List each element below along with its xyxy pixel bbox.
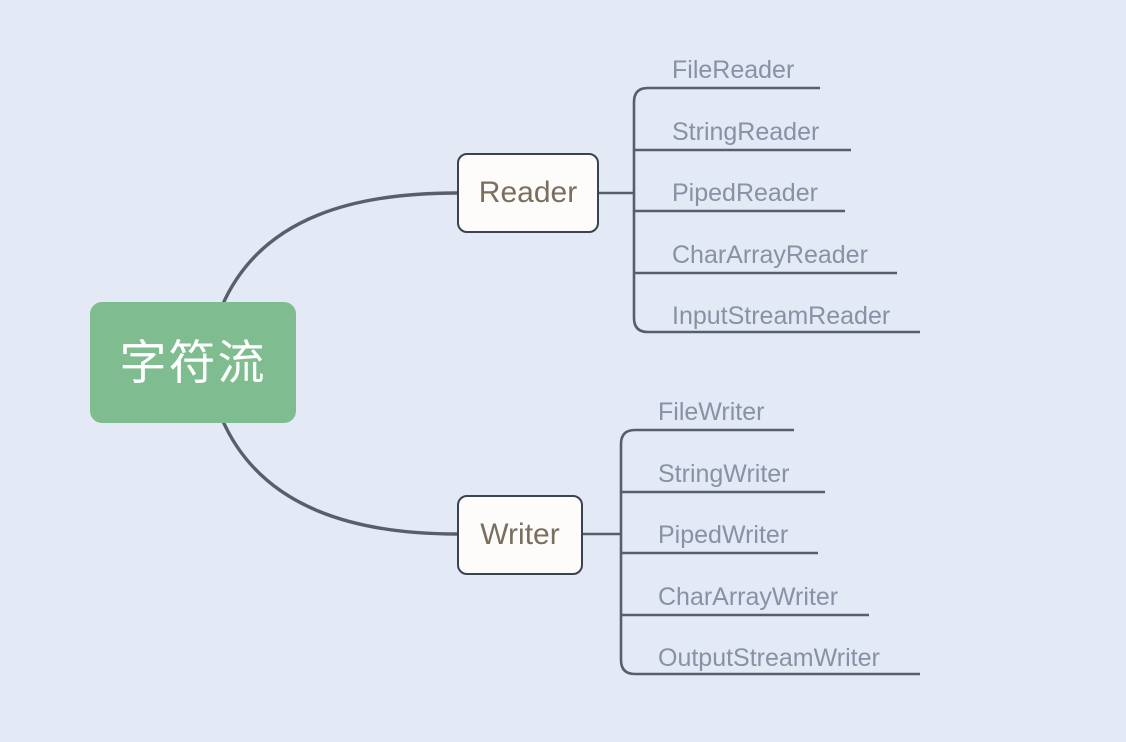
connector-root-to-writer bbox=[220, 417, 459, 536]
branch-node-reader[interactable]: Reader bbox=[457, 153, 599, 233]
branch-node-writer[interactable]: Writer bbox=[457, 495, 583, 575]
leaf-label-pipedreader[interactable]: PipedReader bbox=[672, 179, 818, 207]
leaf-label-stringwriter[interactable]: StringWriter bbox=[658, 460, 790, 488]
leaf-label-inputstreamreader[interactable]: InputStreamReader bbox=[672, 302, 891, 330]
leaf-label-chararraywriter[interactable]: CharArrayWriter bbox=[658, 583, 839, 611]
leaf-label-filewriter[interactable]: FileWriter bbox=[658, 398, 765, 426]
leaf-label-stringreader[interactable]: StringReader bbox=[672, 118, 820, 146]
root-node[interactable]: 字符流 bbox=[90, 302, 296, 423]
connector-root-to-reader bbox=[220, 191, 459, 308]
leaf-label-chararrayreader[interactable]: CharArrayReader bbox=[672, 241, 868, 269]
branch-node-writer-label: Writer bbox=[480, 518, 560, 551]
leaf-label-filereader[interactable]: FileReader bbox=[672, 56, 795, 84]
root-node-label: 字符流 bbox=[119, 336, 267, 389]
branch-node-reader-label: Reader bbox=[478, 176, 578, 209]
leaf-label-outputstreamwriter[interactable]: OutputStreamWriter bbox=[658, 644, 880, 672]
leaf-label-pipedwriter[interactable]: PipedWriter bbox=[658, 521, 789, 549]
